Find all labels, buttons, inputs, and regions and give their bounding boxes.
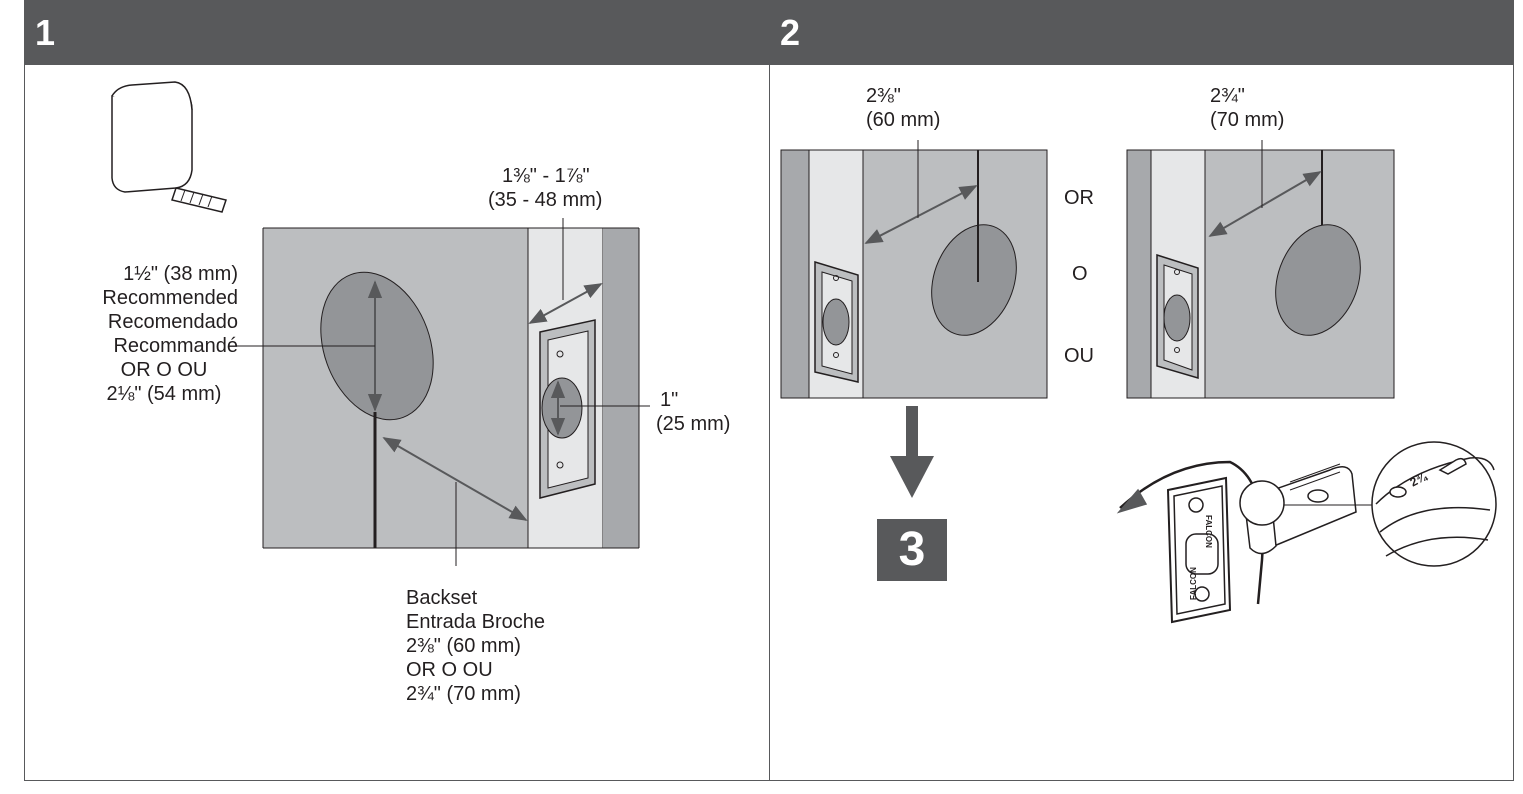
backset-2: Entrada Broche [406,611,545,633]
backset-70-label: 2¾" (70 mm) [1210,84,1284,132]
backset-1: Backset [406,587,478,609]
hole-diameter-2: Recommended [102,287,238,309]
backset-60-1: 2⅜" [866,85,901,107]
latch-bore-2: (25 mm) [656,413,731,435]
step-2-header: 2 [770,1,1513,65]
door-diagram-step-1 [228,218,650,566]
backset-70-2: (70 mm) [1210,109,1285,131]
backset-label: Backset Entrada Broche 2⅜" (60 mm) OR O … [406,586,545,706]
door-diagram-backset-70mm [1126,140,1395,399]
hole-diameter-1: 1½" (38 mm) [123,263,238,285]
hole-diameter-3: Recomendado [107,311,238,333]
step-1-header: 1 [25,1,769,65]
backset-60-label: 2⅜" (60 mm) [866,84,940,132]
hole-diameter-label: 1½" (38 mm) Recommended Recomendado Reco… [60,262,238,406]
tape-measure-icon [111,81,227,213]
door-thickness-2: (35 - 48 mm) [488,189,603,211]
backset-70-1: 2¾" [1210,85,1245,107]
door-diagram-backset-60mm [780,140,1048,399]
latch-diagram [1116,441,1497,624]
latch-bore-label: 1" (25 mm) [656,388,730,436]
backset-4: OR O OU [406,659,493,681]
next-step-badge: 3 [877,519,947,581]
backset-5: 2¾" (70 mm) [406,683,521,705]
step-2-panel: 2 [769,0,1514,781]
or-word-es: O [1072,263,1088,285]
or-word-fr: OU [1064,345,1094,367]
door-thickness-label: 1⅜" - 1⅞" (35 - 48 mm) [488,164,602,212]
step-2-number: 2 [780,12,801,53]
backset-60-2: (60 mm) [866,109,941,131]
step-1-number: 1 [35,12,56,53]
hole-diameter-6: 2⅛" (54 mm) [106,383,222,405]
hole-diameter-5: OR O OU [120,359,208,381]
latch-brand-bottom: FALCON [1189,567,1198,600]
or-word-en: OR [1064,187,1094,209]
down-arrow-icon [890,406,934,498]
step-1-panel: 1 [24,0,770,781]
door-thickness-1: 1⅜" - 1⅞" [502,165,590,187]
backset-3: 2⅜" (60 mm) [406,635,521,657]
hole-diameter-4: Recommandé [113,335,238,357]
latch-bore-1: 1" [660,389,679,411]
latch-brand-top: FALCON [1204,515,1213,548]
